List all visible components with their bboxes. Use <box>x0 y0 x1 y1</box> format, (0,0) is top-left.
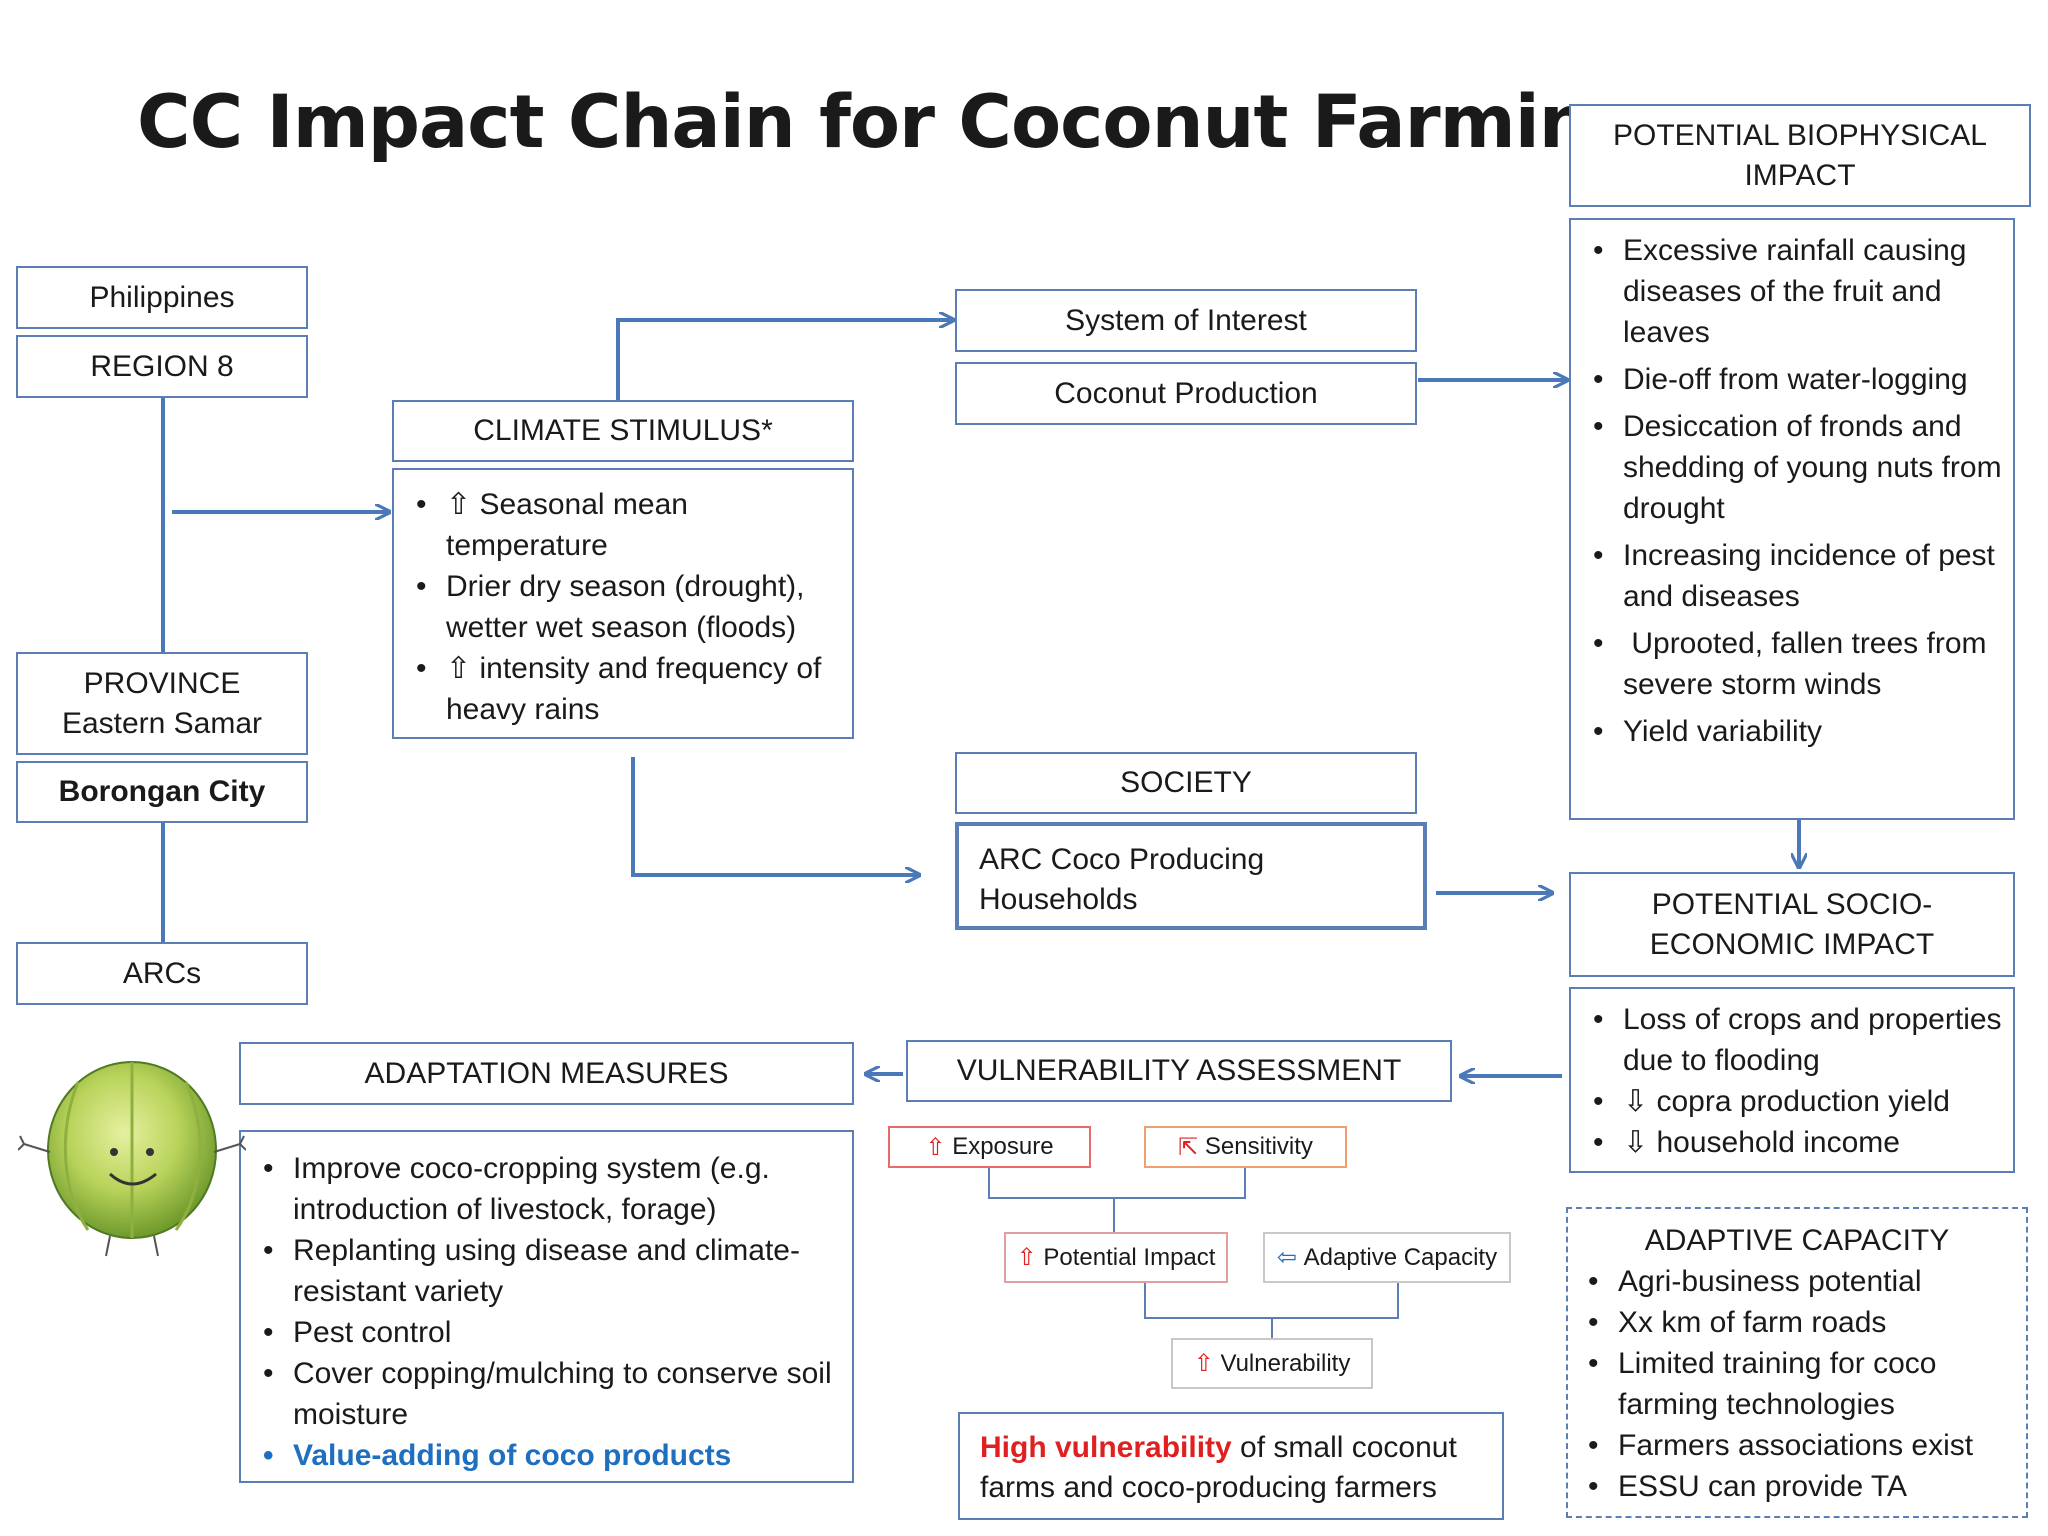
region-label: REGION 8 <box>90 349 234 383</box>
list-item-highlight: Value-adding of coco products <box>249 1435 844 1476</box>
list-item: Cover copping/mulching to conserve soil … <box>249 1353 844 1435</box>
list-item: Drier dry season (drought), wetter wet s… <box>402 566 844 648</box>
sensitivity-label: Sensitivity <box>1204 1133 1313 1160</box>
list-item: ⇩ household income <box>1579 1122 2005 1163</box>
exposure-label: Exposure <box>952 1133 1054 1160</box>
potential-impact-label: Potential Impact <box>1043 1243 1216 1271</box>
list-item: Yield variability <box>1579 711 2005 752</box>
list-item: Xx km of farm roads <box>1574 1302 2020 1343</box>
potential-impact-box: ⇧ Potential Impact <box>1004 1232 1228 1283</box>
society-value: ARC Coco Producing Households <box>979 843 1265 916</box>
adaptation-list: Improve coco-cropping system (e.g. intro… <box>249 1148 844 1476</box>
left-arrow-icon: ⇦ <box>1276 1244 1297 1271</box>
coconut-production-label: Coconut Production <box>1054 376 1318 410</box>
vulnerability-box: ⇧ Vulnerability <box>1171 1338 1373 1389</box>
list-item: Agri-business potential <box>1574 1261 2020 1302</box>
city-box: Borongan City <box>16 761 308 823</box>
sensitivity-box: ⇱ Sensitivity <box>1144 1126 1347 1168</box>
biophysical-list: Excessive rainfall causing diseases of t… <box>1579 230 2005 752</box>
socio-economic-heading: POTENTIAL SOCIO-ECONOMIC IMPACT <box>1649 887 1935 961</box>
list-item: ⇩ copra production yield <box>1579 1081 2005 1122</box>
list-item: ⇧ Seasonal mean temperature <box>402 484 844 566</box>
up-arrow-icon: ⇧ <box>1193 1350 1214 1377</box>
list-item: Limited training for coco farming techno… <box>1574 1343 2020 1425</box>
socio-economic-list-box: Loss of crops and properties due to floo… <box>1569 987 2015 1173</box>
vulnerability-assessment-box: VULNERABILITY ASSESSMENT <box>906 1040 1452 1102</box>
conclusion-text: of small coconut farms and coco-producin… <box>980 1431 1457 1504</box>
diagonal-arrow-icon: ⇱ <box>1178 1133 1199 1161</box>
society-heading-box: SOCIETY <box>955 752 1417 814</box>
climate-stimulus-heading-box: CLIMATE STIMULUS* <box>392 400 854 462</box>
adaptive-capacity-heading: ADAPTIVE CAPACITY <box>1644 1224 1950 1257</box>
socio-economic-heading-box: POTENTIAL SOCIO-ECONOMIC IMPACT <box>1569 872 2015 977</box>
arcs-box: ARCs <box>16 942 308 1005</box>
climate-stimulus-list: ⇧ Seasonal mean temperature Drier dry se… <box>402 484 844 730</box>
adaptive-capacity-mini-box: ⇦ Adaptive Capacity <box>1263 1232 1511 1283</box>
country-box: Philippines <box>16 266 308 329</box>
coconut-mascot-icon <box>18 1061 246 1257</box>
adaptation-heading-box: ADAPTATION MEASURES <box>239 1042 854 1105</box>
system-of-interest-box: System of Interest <box>955 289 1417 352</box>
up-arrow-icon: ⇧ <box>925 1133 946 1161</box>
adaptive-capacity-list: Agri-business potential Xx km of farm ro… <box>1574 1261 2020 1507</box>
region-box: REGION 8 <box>16 335 308 398</box>
list-item: Pest control <box>249 1312 844 1353</box>
coconut-production-box: Coconut Production <box>955 362 1417 425</box>
adaptation-heading: ADAPTATION MEASURES <box>364 1056 729 1090</box>
adaptive-capacity-box: ADAPTIVE CAPACITY Agri-business potentia… <box>1566 1207 2028 1518</box>
vulnerability-assessment-heading: VULNERABILITY ASSESSMENT <box>956 1054 1402 1087</box>
country-label: Philippines <box>89 280 235 314</box>
list-item: Desiccation of fronds and shedding of yo… <box>1579 406 2005 529</box>
page-title: CC Impact Chain for Coconut Farming <box>137 80 1642 165</box>
exposure-box: ⇧ Exposure <box>888 1126 1091 1168</box>
list-item: Replanting using disease and climate-res… <box>249 1230 844 1312</box>
biophysical-heading-box: POTENTIAL BIOPHYSICAL IMPACT <box>1569 104 2031 207</box>
biophysical-heading: POTENTIAL BIOPHYSICAL IMPACT <box>1613 118 1987 192</box>
adaptive-capacity-mini-label: Adaptive Capacity <box>1303 1243 1498 1271</box>
list-item: Die-off from water-logging <box>1579 359 2005 400</box>
arcs-label: ARCs <box>122 956 202 990</box>
province-box: PROVINCE Eastern Samar <box>16 652 308 755</box>
socio-economic-list: Loss of crops and properties due to floo… <box>1579 999 2005 1163</box>
vulnerability-label: Vulnerability <box>1220 1349 1351 1377</box>
climate-stimulus-heading: CLIMATE STIMULUS* <box>473 414 773 447</box>
province-name: Eastern Samar <box>61 706 263 740</box>
list-item: Loss of crops and properties due to floo… <box>1579 999 2005 1081</box>
list-item: ⇧ intensity and frequency of heavy rains <box>402 648 844 730</box>
city-label: Borongan City <box>58 775 266 808</box>
list-item: Improve coco-cropping system (e.g. intro… <box>249 1148 844 1230</box>
list-item: ESSU can provide TA <box>1574 1466 2020 1507</box>
conclusion-highlight: High vulnerability <box>980 1431 1232 1464</box>
conclusion-box: High vulnerability of small coconut farm… <box>958 1412 1504 1520</box>
list-item: Increasing incidence of pest and disease… <box>1579 535 2005 617</box>
arrow-climate-to-system <box>616 320 952 400</box>
society-value-box: ARC Coco Producing Households <box>955 822 1427 930</box>
society-heading: SOCIETY <box>1120 766 1252 799</box>
biophysical-list-box: Excessive rainfall causing diseases of t… <box>1569 218 2015 820</box>
up-arrow-icon: ⇧ <box>1016 1244 1037 1271</box>
system-of-interest-heading: System of Interest <box>1065 303 1307 337</box>
arrow-climate-to-society <box>631 757 918 875</box>
adaptation-list-box: Improve coco-cropping system (e.g. intro… <box>239 1130 854 1483</box>
province-label: PROVINCE <box>83 666 241 700</box>
list-item: Farmers associations exist <box>1574 1425 2020 1466</box>
climate-stimulus-list-box: ⇧ Seasonal mean temperature Drier dry se… <box>392 468 854 739</box>
list-item: Excessive rainfall causing diseases of t… <box>1579 230 2005 353</box>
list-item: Uprooted, fallen trees from severe storm… <box>1579 623 2005 705</box>
